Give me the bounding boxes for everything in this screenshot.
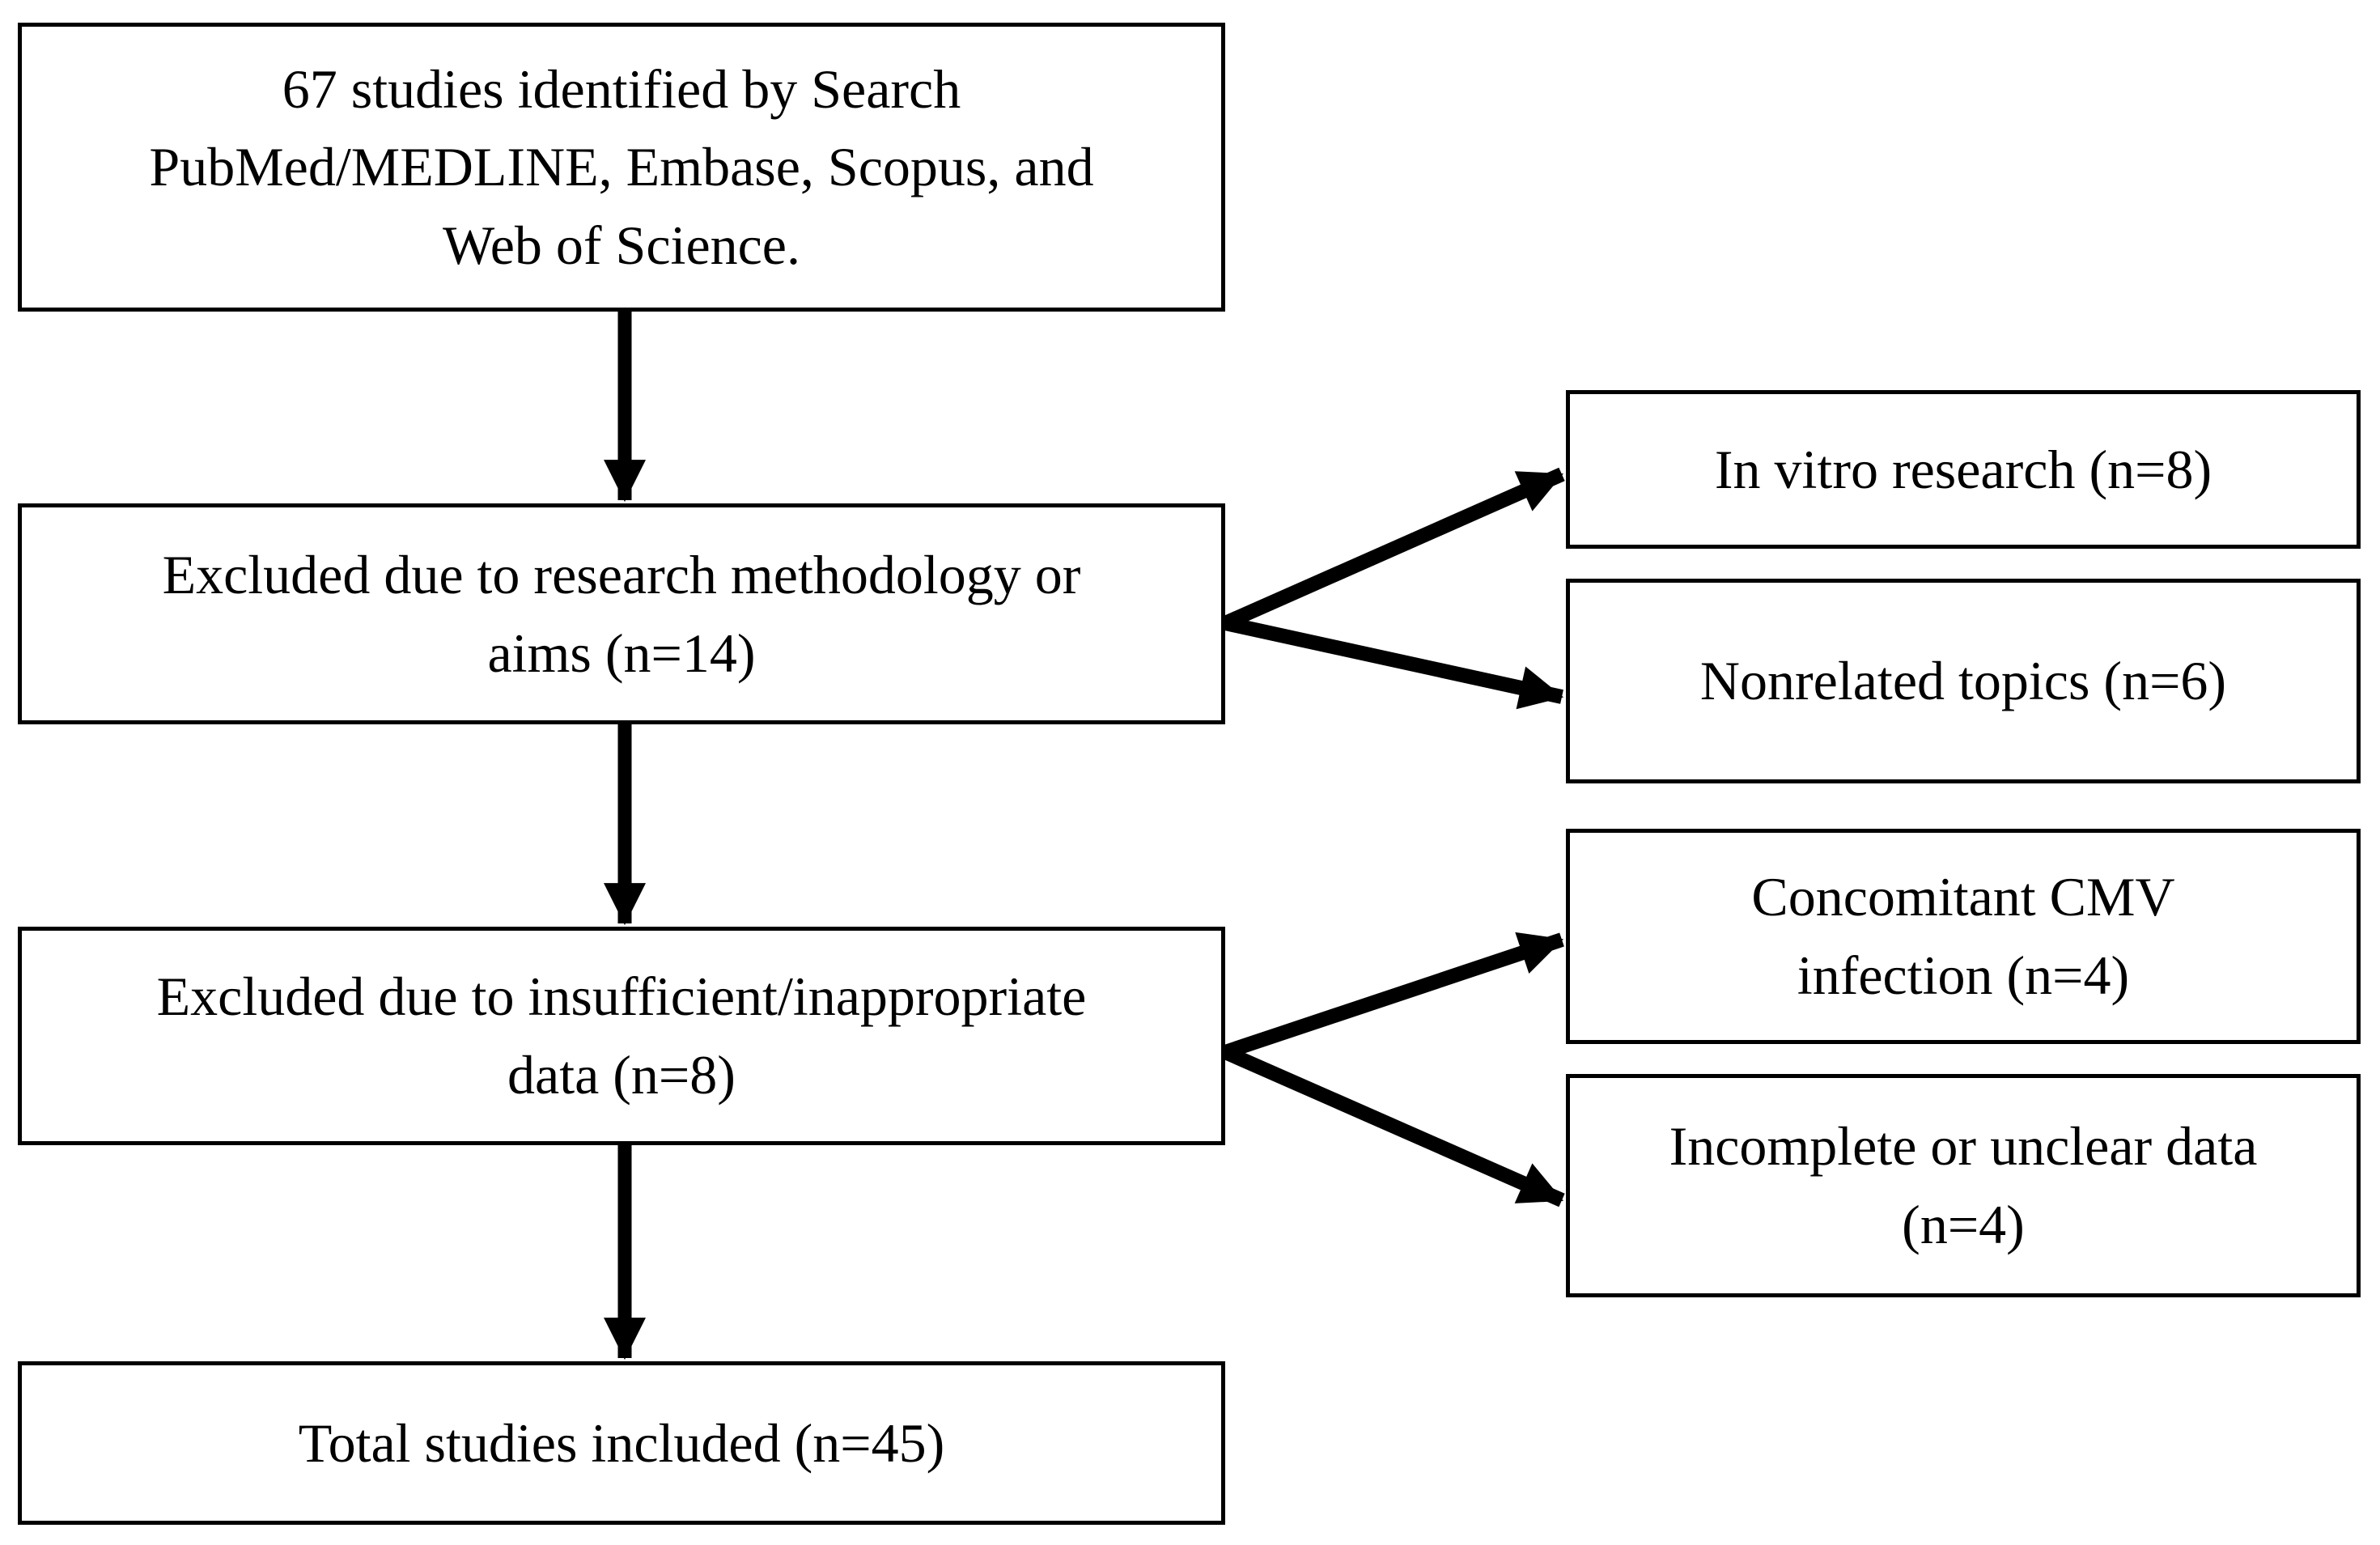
node-excluded-data: Excluded due to insufficient/inappropria… <box>18 927 1225 1145</box>
node-incomplete-data: Incomplete or unclear data (n=4) <box>1566 1074 2361 1297</box>
arrow-data-to-cmv <box>1223 932 1564 1059</box>
node-cmv-infection-text: Concomitant CMV infection (n=4) <box>1751 866 2175 1006</box>
node-total-included-text: Total studies included (n=45) <box>298 1411 945 1474</box>
node-nonrelated-topics-text: Nonrelated topics (n=6) <box>1699 650 2227 712</box>
arrow-methodology-to-invitro <box>1222 467 1565 630</box>
arrow-data-to-incomplete <box>1222 1045 1565 1208</box>
node-incomplete-data-text: Incomplete or unclear data (n=4) <box>1669 1115 2258 1255</box>
node-excluded-methodology: Excluded due to research methodology or … <box>18 503 1225 724</box>
node-identified-studies: 67 studies identified by Search PubMed/M… <box>18 23 1225 312</box>
node-total-included: Total studies included (n=45) <box>18 1361 1225 1525</box>
arrow-methodology-to-nonrelated <box>1224 616 1564 710</box>
node-excluded-methodology-text: Excluded due to research methodology or … <box>162 543 1081 684</box>
node-excluded-data-text: Excluded due to insufficient/inappropria… <box>156 966 1087 1106</box>
node-invitro-research-text: In vitro research (n=8) <box>1714 438 2212 500</box>
node-cmv-infection: Concomitant CMV infection (n=4) <box>1566 829 2361 1044</box>
node-identified-studies-text: 67 studies identified by Search PubMed/M… <box>149 57 1094 276</box>
node-nonrelated-topics: Nonrelated topics (n=6) <box>1566 579 2361 783</box>
node-invitro-research: In vitro research (n=8) <box>1566 390 2361 549</box>
